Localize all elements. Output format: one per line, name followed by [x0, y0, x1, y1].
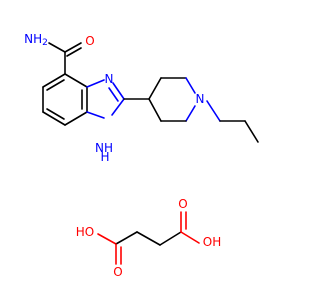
amide-oxygen-label: O	[85, 34, 94, 48]
bond-camide-o	[64, 42, 82, 53]
benzene-ring	[42, 73, 88, 126]
acid-o-left-carbonyl-label: O	[113, 265, 122, 279]
bond-c3a-n3	[86, 79, 105, 88]
bond-c2-c3	[136, 231, 161, 246]
bond-c4p-c3p	[148, 77, 162, 100]
imidazole-ring: N NH H	[86, 72, 125, 164]
imidazole-nh-label: NH	[95, 141, 113, 155]
bond-n3-c2-double	[108, 87, 119, 102]
acid-ho-left-label: HO	[76, 225, 94, 239]
chemical-structure-diagram: NH2 O N NH H	[24, 32, 259, 279]
benzimidazole-propylpiperidine-molecule: NH2 O N NH H	[24, 32, 259, 164]
imidazole-n-label: N	[105, 72, 114, 86]
bond-camide-n	[48, 42, 66, 53]
bond-c1-c2	[115, 231, 138, 245]
bond-cb-cc	[244, 120, 259, 143]
bond-c4-c5-inner	[46, 79, 65, 91]
acid-oh-right-label: OH	[203, 235, 221, 249]
bond-c7-c7a	[64, 111, 88, 126]
amide-nh2-label: NH2	[24, 32, 48, 48]
bond-c3-c4	[159, 231, 182, 246]
bond-c6-c7	[42, 111, 66, 126]
bond-ho-c1	[97, 233, 117, 245]
bond-c6-c7-inner	[46, 108, 65, 120]
succinic-acid-molecule: HO O O OH	[76, 197, 221, 279]
bond-c4-oh	[180, 231, 200, 244]
bond-n3-c2	[112, 82, 125, 100]
bond-c3a-c4	[64, 73, 88, 88]
bond-n1-c7a	[86, 111, 105, 119]
propyl-chain	[206, 100, 259, 143]
imidazole-h-label: H	[100, 150, 109, 164]
acid-o-right-carbonyl-label: O	[178, 197, 187, 211]
bond-camide-o-double	[66, 47, 82, 57]
bond-c5p-c4p	[148, 98, 162, 122]
bond-c4-c5	[42, 73, 66, 88]
bond-n1p-ca	[206, 100, 221, 122]
bond-n1p-c6p	[185, 105, 196, 122]
piperidine-n-label: N	[196, 92, 205, 106]
bond-c2p-n1p	[185, 77, 196, 94]
piperidine-ring: N	[123, 77, 205, 122]
bond-c2-n1	[111, 98, 125, 116]
carboxamide-group: NH2 O	[24, 32, 95, 75]
